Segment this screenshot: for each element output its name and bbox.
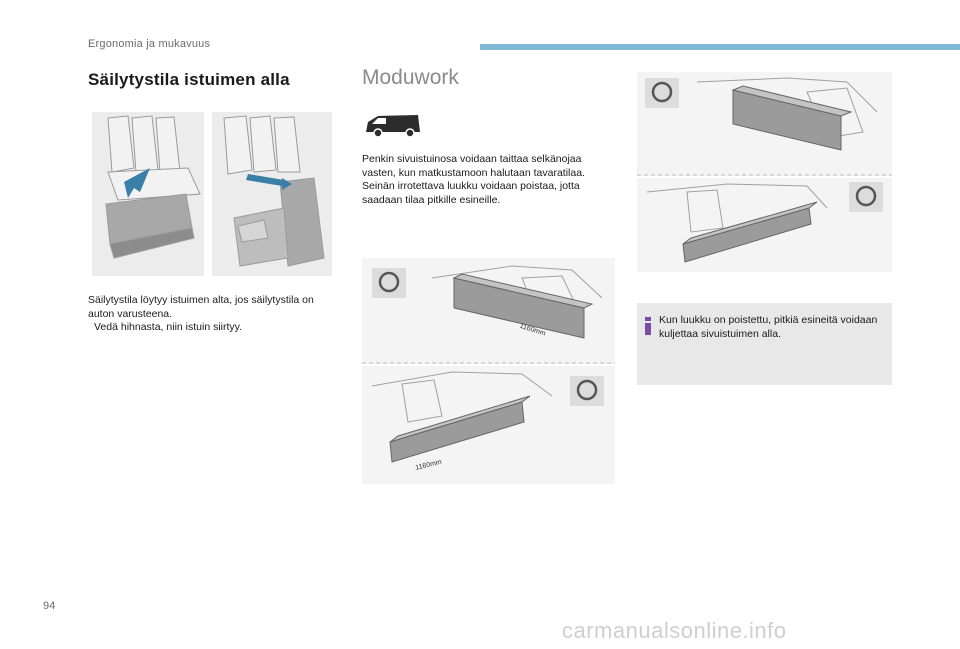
van-icon bbox=[362, 110, 424, 140]
moduwork-illustration-3 bbox=[637, 72, 892, 176]
steering-wheel-icon-3 bbox=[645, 78, 679, 108]
bullet-text: Vedä hihnasta, niin istuin siirtyy. bbox=[94, 321, 243, 333]
moduwork-description: Penkin sivuistuinosa voidaan taittaa sel… bbox=[362, 153, 585, 206]
chapter-title: Ergonomia ja mukavuus bbox=[88, 38, 211, 50]
dimension-label-1: 1160mm bbox=[519, 323, 547, 338]
moduwork-illustration-2: 1160mm bbox=[362, 366, 615, 484]
page-number: 94 bbox=[43, 600, 56, 612]
storage-paragraph: Säilytystila löytyy istuimen alta, jos s… bbox=[88, 294, 314, 320]
section-title-moduwork: Moduwork bbox=[362, 66, 459, 89]
steering-wheel-icon-2 bbox=[570, 376, 604, 406]
chapter-accent-bar bbox=[480, 44, 960, 50]
steering-wheel-icon bbox=[372, 268, 406, 298]
moduwork-illustration-1: 1160mm bbox=[362, 258, 615, 364]
info-text: Kun luukku on poistettu, pitkiä esineitä… bbox=[659, 314, 878, 340]
section-title-storage: Säilytystila istuimen alla bbox=[88, 70, 290, 89]
info-note: Kun luukku on poistettu, pitkiä esineitä… bbox=[637, 303, 892, 385]
info-icon bbox=[645, 317, 651, 335]
steering-wheel-icon-4 bbox=[849, 182, 883, 212]
seat-storage-illustration bbox=[88, 108, 336, 280]
storage-description: Säilytystila löytyy istuimen alta, jos s… bbox=[88, 294, 338, 335]
watermark: carmanualsonline.info bbox=[562, 618, 787, 643]
moduwork-illustration-4 bbox=[637, 178, 892, 272]
bullet-item: Vedä hihnasta, niin istuin siirtyy. bbox=[88, 321, 338, 335]
